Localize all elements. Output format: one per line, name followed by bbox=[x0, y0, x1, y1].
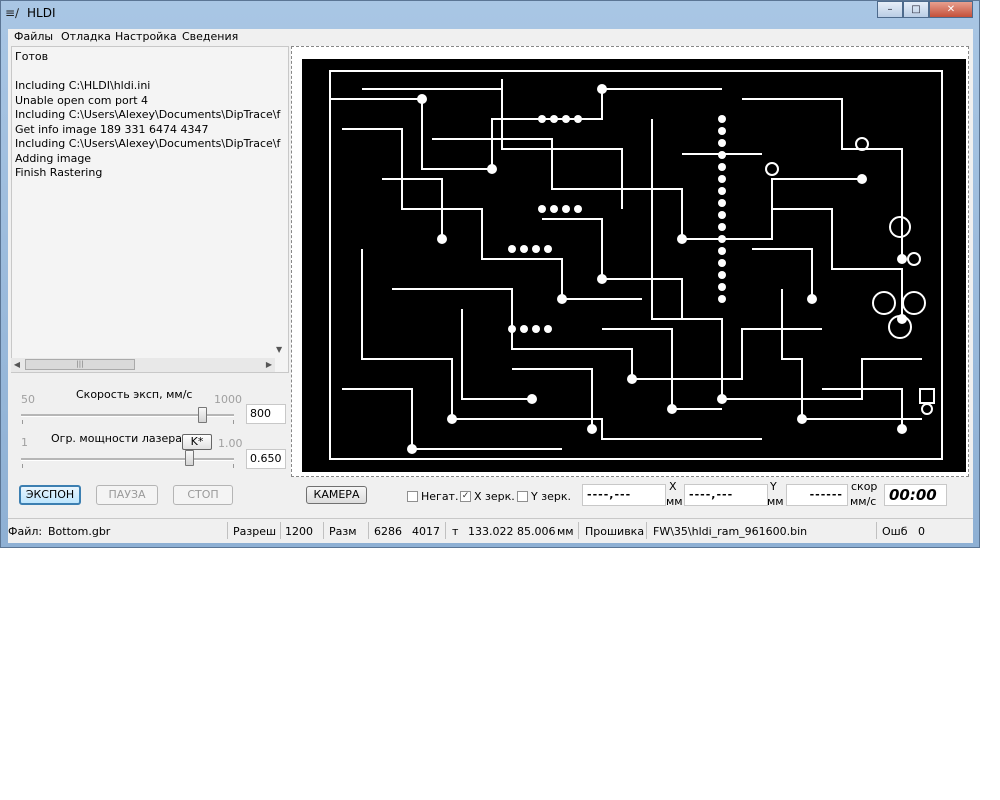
scroll-left-icon[interactable]: ◀ bbox=[13, 360, 21, 369]
window-controls: – □ ✕ bbox=[877, 1, 973, 18]
x-axis-label: X bbox=[669, 480, 677, 493]
speed-slider-track[interactable] bbox=[21, 414, 234, 417]
app-icon: ≡∕ bbox=[5, 6, 20, 20]
slider-tick bbox=[22, 464, 23, 468]
status-divider bbox=[646, 522, 647, 539]
menu-bar: Файлы Отладка Настройка Сведения bbox=[8, 29, 973, 45]
y-axis-label: Y bbox=[770, 480, 777, 493]
mirror-y-label: Y зерк. bbox=[531, 490, 571, 503]
y-position-display: ----,--- bbox=[684, 484, 768, 506]
stop-button[interactable]: СТОП bbox=[173, 485, 233, 505]
log-line: Unable open com port 4 bbox=[15, 94, 149, 107]
menu-settings[interactable]: Настройка bbox=[115, 30, 177, 43]
log-line: Including C:\Users\Alexey\Documents\DipT… bbox=[15, 108, 281, 121]
speed-min-label: 50 bbox=[21, 393, 35, 406]
power-value[interactable]: 0.650 bbox=[246, 449, 286, 469]
power-min-label: 1 bbox=[21, 436, 28, 449]
status-divider bbox=[578, 522, 579, 539]
status-divider bbox=[227, 522, 228, 539]
t-label: т bbox=[452, 525, 459, 538]
status-divider bbox=[368, 522, 369, 539]
firmware-label: Прошивка bbox=[585, 525, 645, 538]
power-slider-thumb[interactable] bbox=[185, 450, 194, 466]
menu-files[interactable]: Файлы bbox=[14, 30, 54, 43]
status-divider bbox=[445, 522, 446, 539]
log-line: Including C:\Users\Alexey\Documents\DipT… bbox=[15, 137, 281, 150]
t-value: 133.022 85.006 bbox=[468, 525, 556, 538]
log-line: Get info image 189 331 6474 4347 bbox=[15, 123, 209, 136]
scroll-thumb[interactable]: ||| bbox=[25, 359, 135, 370]
size-height: 4017 bbox=[412, 525, 440, 538]
close-button[interactable]: ✕ bbox=[929, 1, 973, 18]
pcb-image-preview[interactable] bbox=[302, 59, 966, 472]
timer-display: 00:00 bbox=[884, 484, 947, 506]
menu-info[interactable]: Сведения bbox=[182, 30, 239, 43]
errors-label: Ошб bbox=[882, 525, 908, 538]
mirror-x-label: X зерк. bbox=[474, 490, 515, 503]
slider-tick bbox=[22, 420, 23, 424]
negative-label: Негат. bbox=[421, 490, 459, 503]
x-unit-label: мм bbox=[666, 495, 683, 508]
negative-checkbox[interactable] bbox=[407, 491, 418, 502]
file-label: Файл: bbox=[8, 525, 43, 538]
scroll-down-icon[interactable]: ▼ bbox=[276, 345, 283, 354]
log-line: Finish Rastering bbox=[15, 166, 103, 179]
client-area: Файлы Отладка Настройка Сведения Готов I… bbox=[8, 29, 973, 543]
minimize-button[interactable]: – bbox=[877, 1, 903, 18]
resolution-value: 1200 bbox=[285, 525, 313, 538]
slider-tick bbox=[233, 464, 234, 468]
file-value: Bottom.gbr bbox=[48, 525, 111, 538]
x-position-display: ----,--- bbox=[582, 484, 666, 506]
resolution-label: Разреш bbox=[233, 525, 277, 538]
menu-debug[interactable]: Отладка bbox=[61, 30, 111, 43]
status-bar: Файл: Bottom.gbr Разреш 1200 Разм 6286 4… bbox=[8, 518, 973, 541]
firmware-value: FW\35\hldi_ram_961600.bin bbox=[653, 525, 808, 538]
log-line: Adding image bbox=[15, 152, 92, 165]
log-line: Including C:\HLDI\hldi.ini bbox=[15, 79, 151, 92]
app-window: ≡∕ HLDI – □ ✕ Файлы Отладка Настройка Св… bbox=[0, 0, 980, 548]
power-slider-track[interactable] bbox=[21, 458, 234, 461]
speed-value[interactable]: 800 bbox=[246, 404, 286, 424]
status-divider bbox=[876, 522, 877, 539]
speed-slider-thumb[interactable] bbox=[198, 407, 207, 423]
camera-button[interactable]: КАМЕРА bbox=[306, 486, 367, 504]
speed-display: ------ bbox=[786, 484, 848, 506]
power-label: Огр. мощности лазера, bbox=[51, 432, 186, 445]
maximize-button[interactable]: □ bbox=[903, 1, 929, 18]
log-status: Готов bbox=[15, 50, 49, 63]
k-coefficient-button[interactable]: K* bbox=[182, 434, 212, 450]
log-panel[interactable]: Готов Including C:\HLDI\hldi.ini Unable … bbox=[11, 46, 289, 373]
size-label: Разм bbox=[329, 525, 357, 538]
mirror-y-checkbox[interactable] bbox=[517, 491, 528, 502]
status-divider bbox=[323, 522, 324, 539]
mirror-x-checkbox[interactable]: ✓ bbox=[460, 491, 471, 502]
speed-readout-label: скор bbox=[851, 480, 878, 493]
status-divider bbox=[280, 522, 281, 539]
title-bar[interactable]: ≡∕ HLDI – □ ✕ bbox=[1, 1, 979, 25]
speed-readout-unit: мм/с bbox=[850, 495, 877, 508]
window-title: HLDI bbox=[27, 6, 56, 20]
pause-button[interactable]: ПАУЗА bbox=[96, 485, 158, 505]
speed-label: Скорость эксп, мм/с bbox=[76, 388, 193, 401]
expose-button[interactable]: ЭКСПОН bbox=[19, 485, 81, 505]
t-unit: мм bbox=[557, 525, 574, 538]
speed-max-label: 1000 bbox=[214, 393, 242, 406]
power-max-label: 1.00 bbox=[218, 437, 243, 450]
size-width: 6286 bbox=[374, 525, 402, 538]
pcb-traces bbox=[329, 70, 943, 460]
errors-value: 0 bbox=[918, 525, 925, 538]
slider-tick bbox=[233, 420, 234, 424]
log-horizontal-scrollbar[interactable]: ◀ ||| ▶ bbox=[11, 358, 275, 372]
scroll-right-icon[interactable]: ▶ bbox=[265, 360, 273, 369]
y-unit-label: мм bbox=[767, 495, 784, 508]
